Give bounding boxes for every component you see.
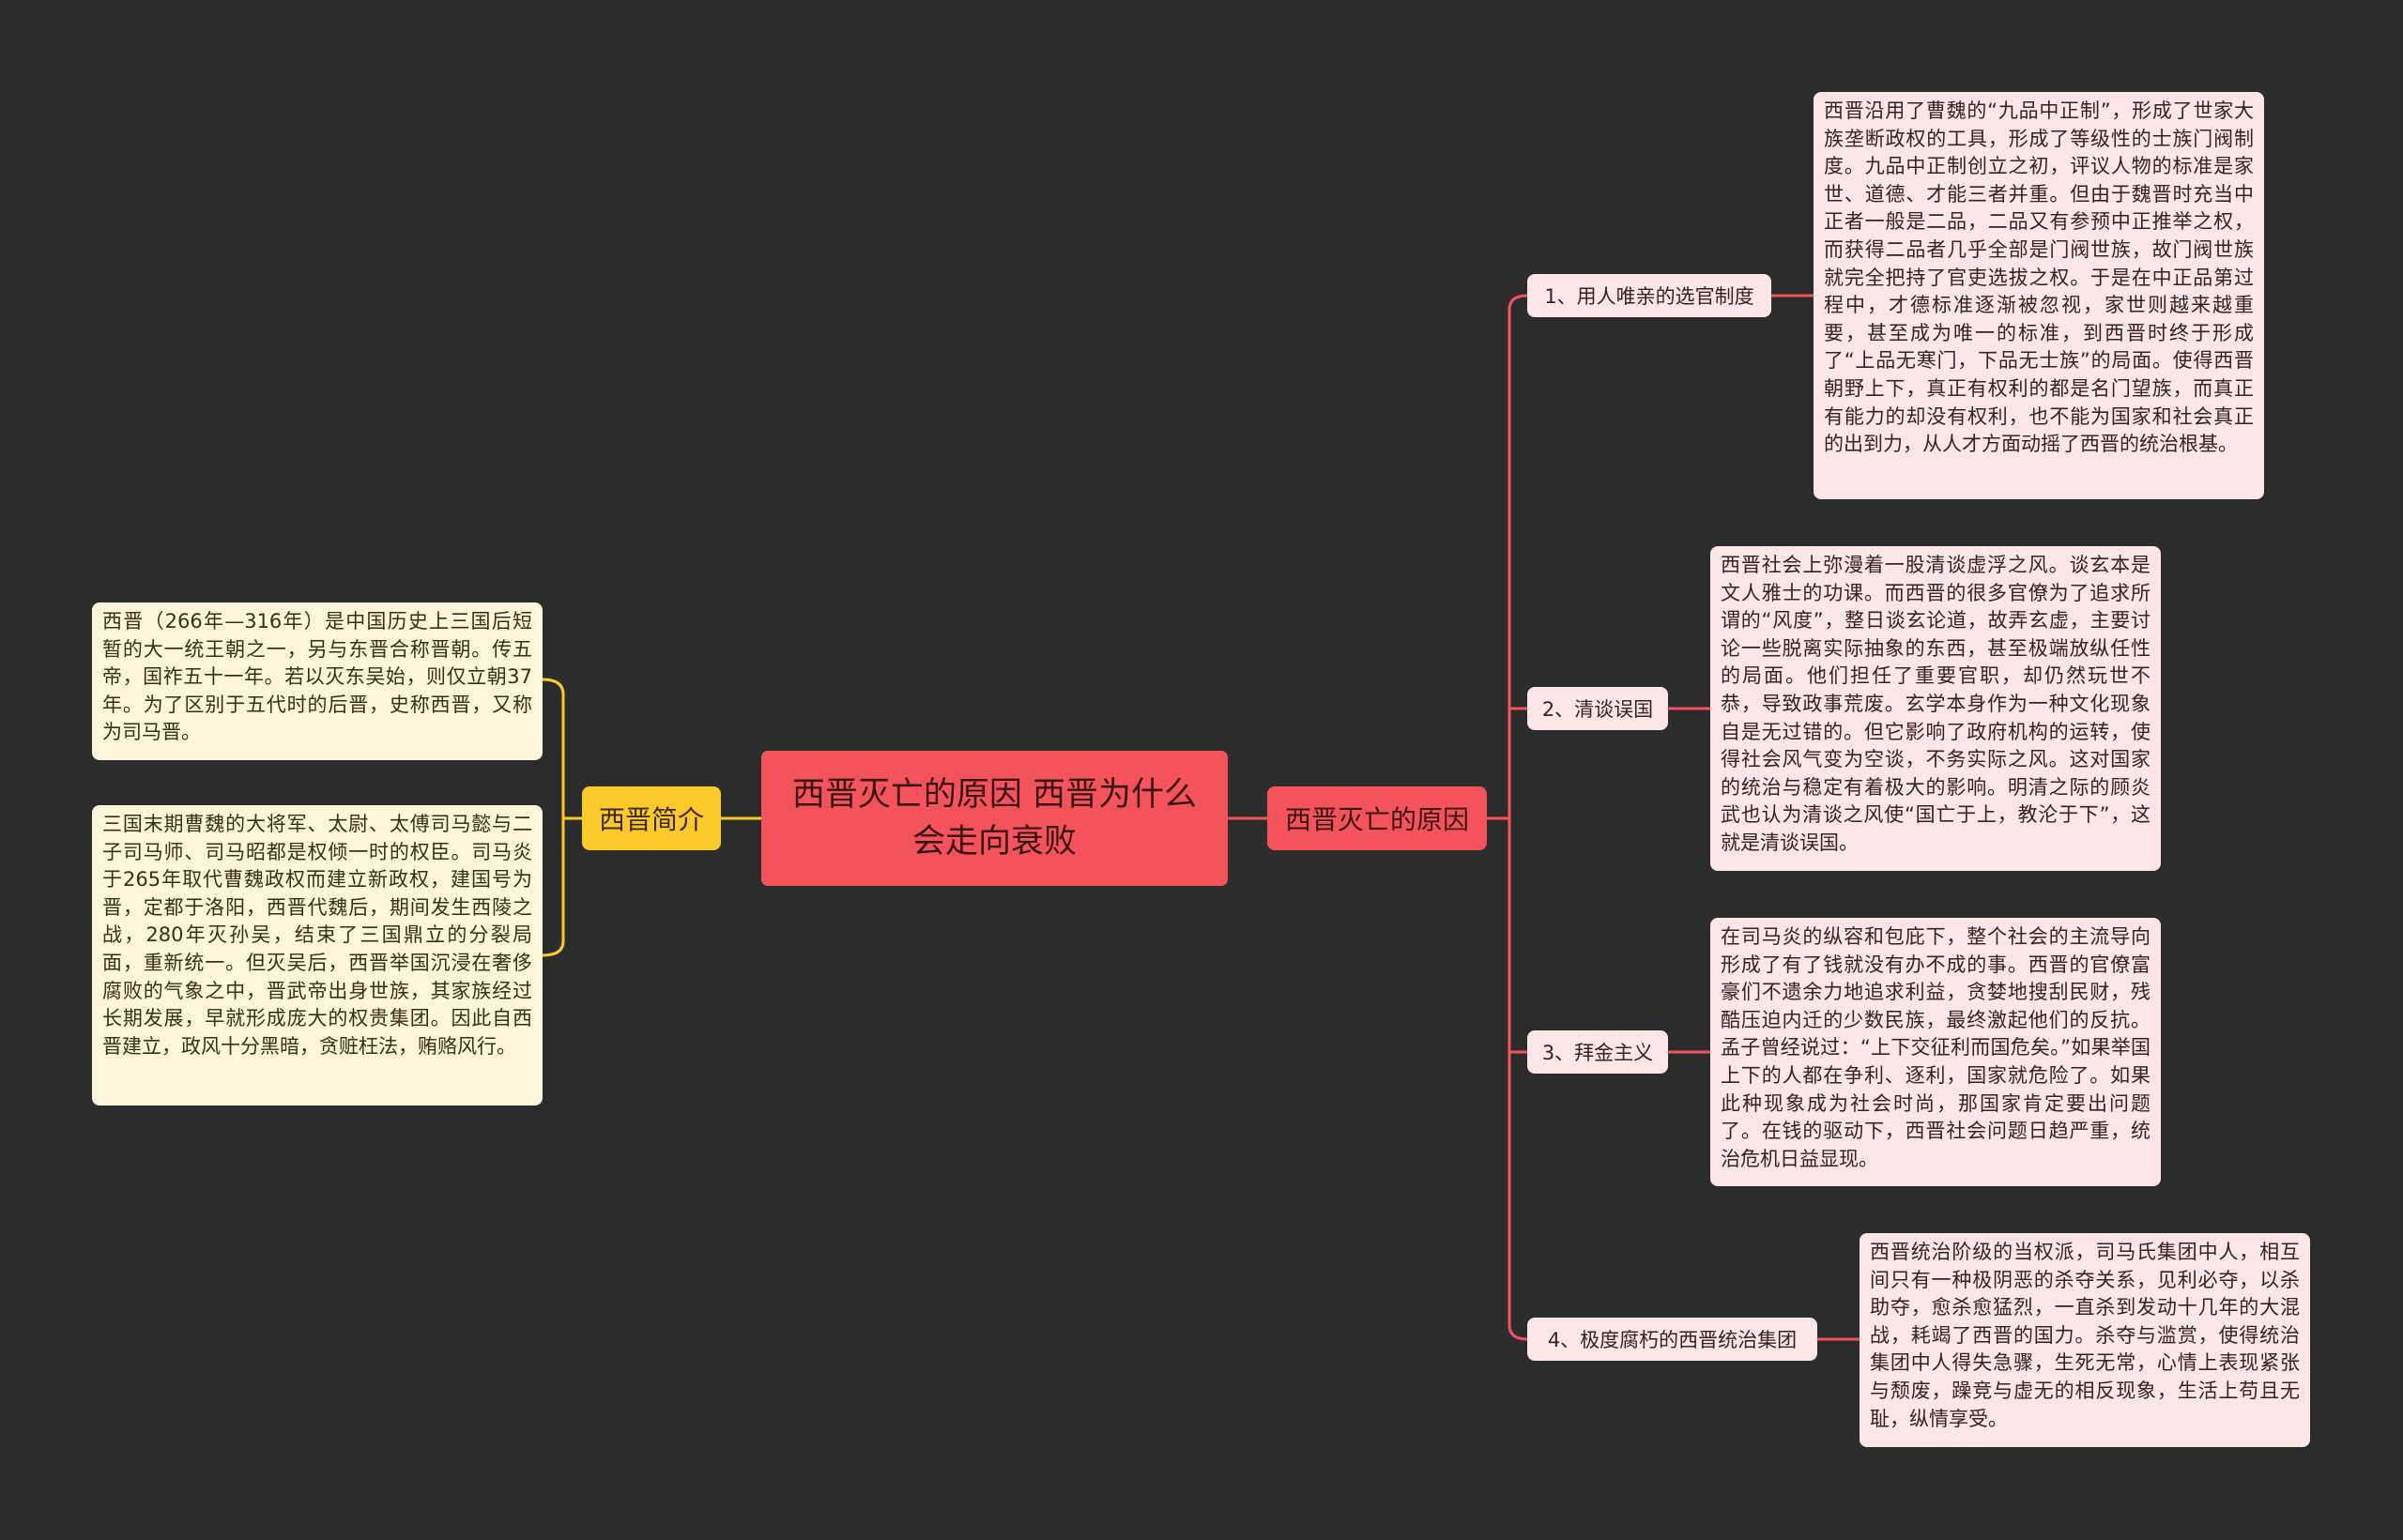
- intro-leaf-1[interactable]: 西晋（266年—316年）是中国历史上三国后短暂的大一统王朝之一，另与东晋合称晋…: [92, 602, 543, 760]
- branch-intro-label: 西晋简介: [598, 804, 704, 835]
- cause-item-2[interactable]: 2、清谈误国: [1527, 687, 1668, 730]
- cause-detail-3[interactable]: 在司马炎的纵容和包庇下，整个社会的主流导向形成了有了钱就没有办不成的事。西晋的官…: [1710, 918, 2161, 1186]
- cause-item-1[interactable]: 1、用人唯亲的选官制度: [1527, 274, 1771, 317]
- root-topic[interactable]: 西晋灭亡的原因 西晋为什么会走向衰败: [761, 751, 1228, 886]
- cause-item-1-label: 1、用人唯亲的选官制度: [1544, 285, 1754, 308]
- branch-intro[interactable]: 西晋简介: [582, 786, 721, 850]
- root-topic-text: 西晋灭亡的原因 西晋为什么会走向衰败: [791, 776, 1198, 861]
- cause-detail-1[interactable]: 西晋沿用了曹魏的“九品中正制”，形成了世家大族垄断政权的工具，形成了等级性的士族…: [1814, 92, 2264, 499]
- cause-item-4-label: 4、极度腐朽的西晋统治集团: [1547, 1329, 1798, 1351]
- cause-item-4[interactable]: 4、极度腐朽的西晋统治集团: [1527, 1318, 1817, 1361]
- intro-leaf-2-text: 三国末期曹魏的大将军、太尉、太傅司马懿与二子司马师、司马昭都是权倾一时的权臣。司…: [102, 813, 532, 1058]
- cause-detail-3-text: 在司马炎的纵容和包庇下，整个社会的主流导向形成了有了钱就没有办不成的事。西晋的官…: [1721, 925, 2150, 1170]
- cause-detail-2[interactable]: 西晋社会上弥漫着一股清谈虚浮之风。谈玄本是文人雅士的功课。而西晋的很多官僚为了追…: [1710, 546, 2161, 871]
- cause-item-3-label: 3、拜金主义: [1541, 1042, 1654, 1064]
- connector-left-leaves: [542, 678, 582, 957]
- branch-causes-label: 西晋灭亡的原因: [1284, 804, 1469, 835]
- cause-detail-1-text: 西晋沿用了曹魏的“九品中正制”，形成了世家大族垄断政权的工具，形成了等级性的士族…: [1824, 99, 2254, 456]
- cause-detail-4[interactable]: 西晋统治阶级的当权派，司马氏集团中人，相互间只有一种极阴恶的杀夺关系，见利必夺，…: [1860, 1233, 2310, 1447]
- intro-leaf-2[interactable]: 三国末期曹魏的大将军、太尉、太傅司马懿与二子司马师、司马昭都是权倾一时的权臣。司…: [92, 805, 543, 1105]
- connector-right-spine: [1487, 294, 1528, 1341]
- branch-causes[interactable]: 西晋灭亡的原因: [1267, 786, 1487, 850]
- intro-leaf-1-text: 西晋（266年—316年）是中国历史上三国后短暂的大一统王朝之一，另与东晋合称晋…: [102, 610, 532, 744]
- cause-detail-4-text: 西晋统治阶级的当权派，司马氏集团中人，相互间只有一种极阴恶的杀夺关系，见利必夺，…: [1870, 1241, 2300, 1430]
- cause-detail-2-text: 西晋社会上弥漫着一股清谈虚浮之风。谈玄本是文人雅士的功课。而西晋的很多官僚为了追…: [1721, 554, 2150, 854]
- cause-item-3[interactable]: 3、拜金主义: [1527, 1030, 1668, 1074]
- cause-item-2-label: 2、清谈误国: [1541, 698, 1654, 721]
